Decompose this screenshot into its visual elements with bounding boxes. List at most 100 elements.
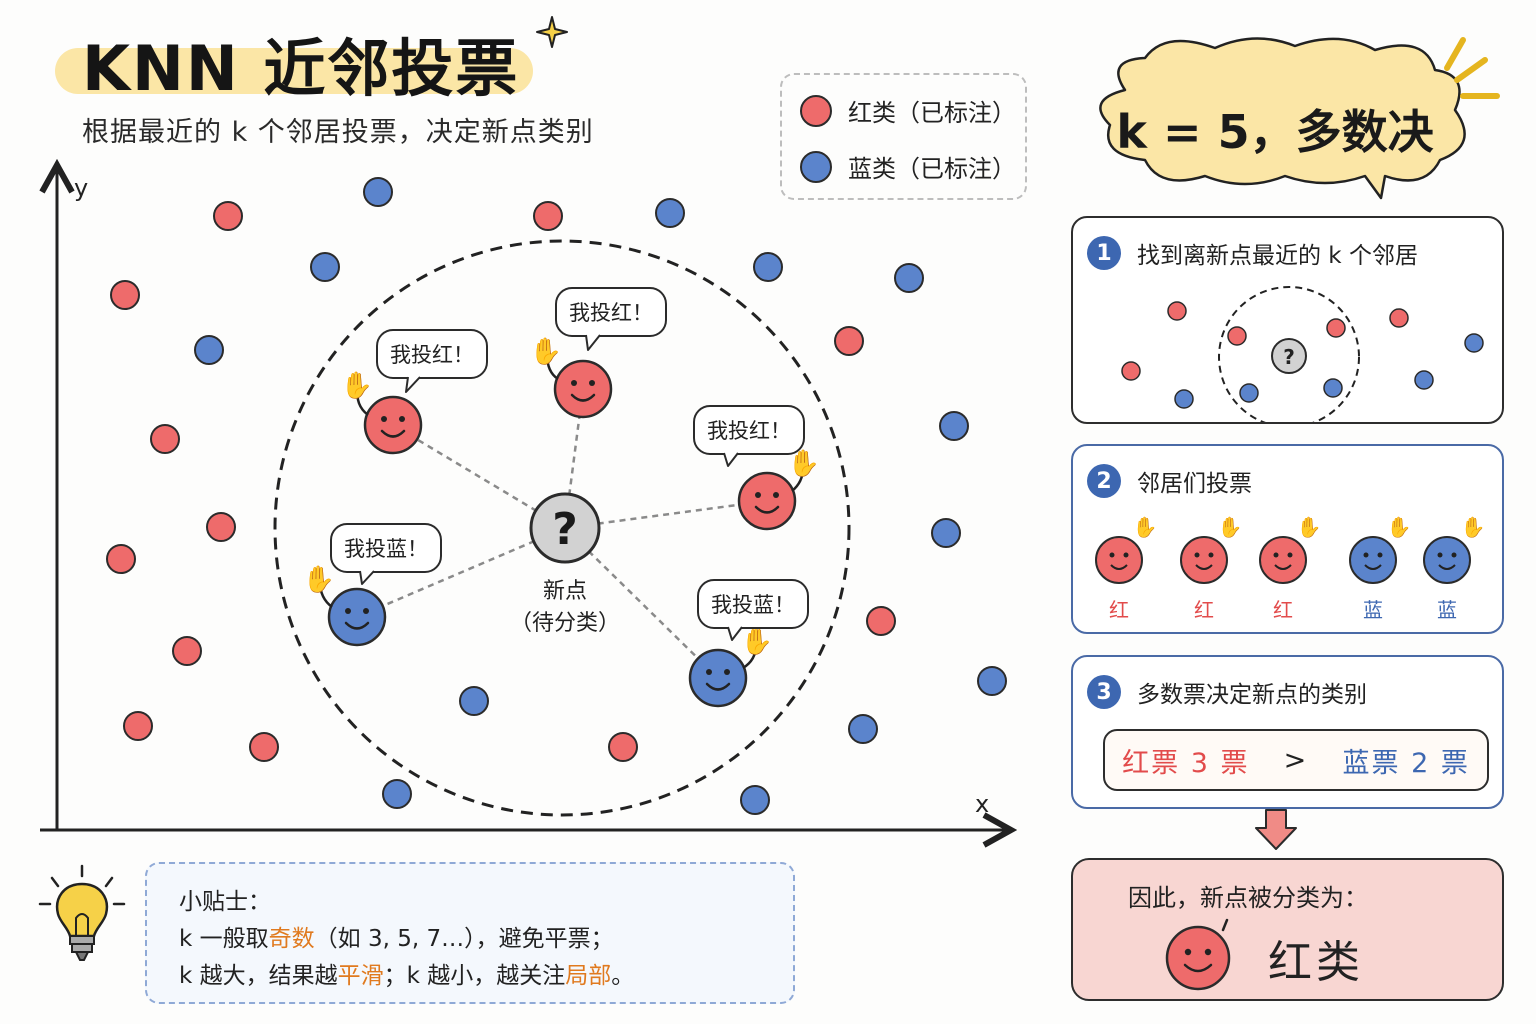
blue-point	[753, 252, 783, 282]
neighborhood-circle	[273, 239, 851, 817]
tip-text: （如 3, 5, 7…），避免平票；	[314, 926, 614, 952]
new-point	[529, 492, 601, 564]
tip-accent: 局部	[565, 963, 612, 989]
page-subtitle: 根据最近的 k 个邻居投票，决定新点类别	[82, 117, 594, 148]
red-point	[249, 732, 279, 762]
red-point	[150, 424, 180, 454]
blue-point	[740, 785, 770, 815]
blue-point	[194, 335, 224, 365]
blue-point	[655, 198, 685, 228]
y-axis-label: y	[74, 174, 88, 202]
step-3-card: 3 多数票决定新点的类别 红票 3 票 > 蓝票 2 票	[1071, 655, 1504, 809]
tips-box: 小贴士： k 一般取奇数（如 3, 5, 7…），避免平票； k 越大，结果越平…	[145, 862, 795, 1004]
new-point-sublabel: （待分类）	[510, 611, 620, 636]
mini-voter-blue: ✋	[1423, 515, 1486, 584]
tally-greater-than: >	[1283, 744, 1309, 776]
step-3-title: 多数票决定新点的类别	[1137, 682, 1367, 708]
tally-red: 红票 3 票	[1122, 747, 1250, 779]
step-1-card: 1 找到离新点最近的 k 个邻居 ?	[1071, 216, 1504, 424]
red-point	[110, 280, 140, 310]
waving-hand-icon: ✋	[1297, 515, 1322, 539]
red-point	[213, 201, 243, 231]
result-text: 因此，新点被分类为：	[1128, 884, 1368, 912]
step-number-2: 2	[1087, 464, 1121, 498]
red-dot-icon	[800, 94, 832, 127]
vote-label-red: 红	[1109, 598, 1129, 622]
legend-item-red: 红类（已标注）	[800, 93, 1016, 128]
voter-red-3: ✋ 我投红！	[693, 405, 820, 531]
legend-label-blue: 蓝类（已标注）	[848, 155, 1016, 183]
tip-accent: 平滑	[337, 963, 384, 989]
red-point	[533, 201, 563, 231]
blue-dot-icon	[800, 150, 832, 183]
blue-point	[848, 714, 878, 744]
blue-point	[310, 252, 340, 282]
voter-blue-1: ✋ 我投蓝！	[303, 523, 442, 647]
red-point	[608, 732, 638, 762]
waving-hand-icon: ✋	[1387, 515, 1412, 539]
blue-point	[977, 666, 1007, 696]
speech-vote-red: 我投红！	[707, 419, 791, 443]
tip-text: k 一般取	[179, 926, 269, 952]
waving-hand-icon: ✋	[741, 626, 773, 657]
mini-voter-red: ✋	[1259, 515, 1322, 584]
vote-tally: 红票 3 票 > 蓝票 2 票	[1103, 729, 1489, 791]
step-2-voters: ✋ ✋ ✋ ✋ ✋	[1095, 515, 1486, 584]
legend-label-red: 红类（已标注）	[848, 99, 1016, 127]
red-face-icon	[1165, 918, 1231, 991]
tip-line-odd-k: k 一般取奇数（如 3, 5, 7…），避免平票；	[179, 919, 614, 953]
mini-voter-blue: ✋	[1349, 515, 1412, 584]
question-mark-icon: ?	[552, 504, 578, 555]
arrow-down-icon	[1255, 809, 1297, 850]
red-point	[123, 711, 153, 741]
page-title: KNN 近邻投票	[82, 32, 520, 105]
red-point	[172, 636, 202, 666]
tip-line-k-size: k 越大，结果越平滑；k 越小，越关注局部。	[179, 956, 634, 990]
red-point	[834, 326, 864, 356]
mini-voter-red: ✋	[1180, 515, 1242, 584]
red-point	[866, 606, 896, 636]
result-card: 因此，新点被分类为： 红类	[1071, 858, 1504, 1001]
voter-red-2: ✋ 我投红！	[530, 287, 667, 419]
speech-vote-blue: 我投蓝！	[344, 537, 428, 561]
mini-voter-red: ✋	[1095, 515, 1158, 584]
question-mark-icon: ?	[1283, 345, 1295, 369]
step-1-title: 找到离新点最近的 k 个邻居	[1137, 243, 1418, 269]
voter-blue-2: ✋ 我投蓝！	[688, 579, 809, 708]
k-cloud-bubble	[1099, 37, 1500, 200]
waving-hand-icon: ✋	[1461, 515, 1486, 539]
result-class: 红类	[1268, 937, 1364, 988]
red-point	[106, 544, 136, 574]
step-2-title: 邻居们投票	[1137, 471, 1252, 497]
waving-hand-icon: ✋	[530, 336, 562, 367]
tips-heading: 小贴士：	[179, 889, 271, 915]
speech-vote-red: 我投红！	[390, 343, 474, 367]
legend: 红类（已标注） 蓝类（已标注）	[780, 73, 1027, 200]
sparkle-icon	[536, 16, 568, 48]
knn-scatter-plot: y x ? 新点	[0, 0, 1040, 850]
k-majority-title: k = 5，多数决	[1116, 105, 1434, 159]
step-2-card: 2 邻居们投票 ✋ ✋ ✋ ✋	[1071, 444, 1504, 634]
tip-text: 。	[611, 963, 635, 989]
tally-blue: 蓝票 2 票	[1342, 747, 1470, 779]
blue-point	[939, 411, 969, 441]
speech-vote-red: 我投红！	[569, 301, 653, 325]
blue-point	[931, 518, 961, 548]
waving-hand-icon: ✋	[303, 564, 335, 595]
new-point-label: 新点	[543, 579, 587, 604]
step-number-1: 1	[1087, 236, 1121, 270]
vote-label-blue: 蓝	[1437, 598, 1457, 622]
tip-accent: 奇数	[268, 926, 315, 952]
waving-hand-icon: ✋	[341, 370, 373, 401]
voter-red-1: ✋ 我投红！	[341, 329, 488, 455]
speech-vote-blue: 我投蓝！	[711, 593, 795, 617]
blue-point	[894, 263, 924, 293]
title-highlight	[55, 48, 533, 94]
waving-hand-icon: ✋	[1133, 515, 1158, 539]
blue-point	[363, 177, 393, 207]
blue-point	[382, 779, 412, 809]
labeled-points	[106, 177, 1007, 815]
step-1-mini-plot: ?	[1121, 286, 1484, 422]
tip-text: k 越大，结果越	[179, 963, 338, 989]
vote-label-blue: 蓝	[1363, 598, 1383, 622]
